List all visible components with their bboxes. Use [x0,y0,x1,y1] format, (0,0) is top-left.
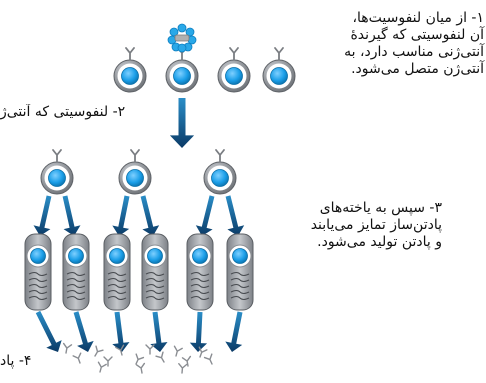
step-3-line: پادتن‌ساز تمایز می‌یابند [310,217,442,233]
antigen-icon [167,23,197,53]
down-arrow-icon [140,195,160,236]
plasma-cell-icon [62,233,90,311]
step-1-line: آنتی‌ژن متصل می‌شود. [351,61,484,77]
down-arrow-icon [225,311,243,352]
down-arrow-icon [112,195,130,236]
step-1-line: ۱- از میان لنفوسیت‌ها، [352,10,484,26]
antibody-icon [198,346,208,358]
down-arrow-icon [73,311,94,352]
plasma-cell-icon [186,233,214,311]
antibody-icon [72,352,82,364]
down-arrow-icon [33,195,52,236]
down-arrow-icon [150,311,168,352]
lymphocyte-cell-icon [165,47,199,93]
antibody-icon [203,353,213,365]
step-1-text: ۱- از میان لنفوسیت‌ها، آن لنفوسیتی که گی… [292,10,484,78]
antibody-icon [155,351,165,363]
lymphocyte-cell-icon [118,149,152,195]
antibody-icon [62,342,73,354]
plasma-cell-icon [24,233,52,311]
step-4-text: ۴- پاد [0,353,52,370]
antibody-icon [173,345,183,357]
down-arrow-icon [225,195,245,236]
down-arrow-icon [35,310,62,352]
antibody-icon [115,344,125,356]
step-1-line: آنتی‌ژنی مناسب دارد، به [344,44,484,60]
antibody-icon [181,355,192,367]
antibody-icon [103,356,113,367]
plasma-cell-icon [103,233,131,311]
down-arrow-icon [189,311,208,352]
lymphocyte-cell-icon [113,47,147,93]
lymphocyte-cell-icon [203,149,237,195]
step-3-text: ۳- سپس به یاخته‌های پادتن‌ساز تمایز می‌ی… [272,200,442,251]
step-1-line: آن لنفوسیتی که گیرندهٔ [350,27,484,43]
antibody-icon [178,362,188,374]
plasma-cell-icon [226,233,254,311]
step-2-text: ۲- لنفوسیتی که آنتی‌ژ [0,104,168,121]
lymphocyte-cell-icon [40,149,74,195]
antibody-icon [135,362,146,374]
down-arrow-icon [112,311,130,352]
down-arrow-icon [195,195,215,236]
down-arrow-icon [62,195,81,236]
plasma-cell-icon [141,233,169,311]
antibody-icon [97,361,107,373]
step-3-line: و پادتن تولید می‌شود. [317,234,442,250]
lymphocyte-cell-icon [262,47,296,93]
antibody-icon [94,345,104,357]
lymphocyte-cell-icon [217,47,251,93]
step-4-line: ۴- پاد [0,353,32,369]
down-arrow-icon [169,98,195,148]
antibody-icon [135,353,145,365]
antibody-icon [145,344,155,355]
step-2-line: ۲- لنفوسیتی که آنتی‌ژ [0,104,126,120]
step-3-line: ۳- سپس به یاخته‌های [319,200,442,216]
